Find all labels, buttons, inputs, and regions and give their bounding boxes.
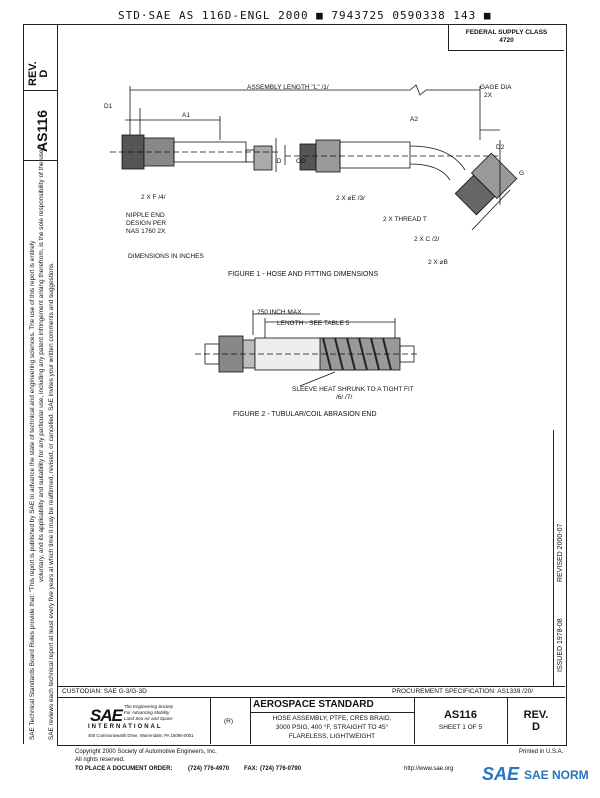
watermark-logo: SAE: [482, 764, 520, 784]
side-margin-line: [23, 24, 24, 744]
id-label: ID: [275, 158, 282, 165]
federal-supply-value: 4720: [499, 37, 514, 44]
title-block-divider-2: [250, 697, 251, 744]
title-block-divider-4: [507, 697, 508, 744]
sae-tagline-2: For Advancing Mobility: [124, 710, 170, 715]
side-top-line: [23, 24, 58, 25]
copyright: Copyright 2000 Society of Automotive Eng…: [75, 749, 217, 755]
sae-logo: SAE: [90, 706, 123, 725]
gage-2x-label: 2X: [484, 92, 492, 99]
c-dimension-label: 2 X C /2/: [414, 236, 440, 243]
e-dimension-label: 2 X ⌀E /3/: [336, 195, 365, 202]
issued-date: ISSUED 1978-08: [557, 618, 564, 672]
figure2-drawing: [195, 310, 420, 387]
title-line-2: 3000 PSIG, 400 °F, STRAIGHT TO 45°: [275, 724, 389, 731]
procurement-spec: PROCUREMENT SPECIFICATION: AS1339 /20/: [392, 688, 533, 695]
a2-label: A2: [410, 116, 418, 123]
title-line-3: FLARELESS, LIGHTWEIGHT: [288, 733, 376, 740]
title-block-divider-3: [414, 697, 415, 744]
printed-in: Printed in U.S.A.: [519, 749, 564, 755]
d2-label: D2: [496, 144, 505, 151]
assembly-length-label: ASSEMBLY LENGTH "L" /1/: [247, 84, 329, 91]
sleeve-note-2: /6/ /7/: [336, 394, 353, 401]
title-block-divider-1: [210, 697, 211, 744]
nipple-note-2: DESIGN PER: [126, 220, 167, 227]
rights-reserved: All rights reserved.: [75, 757, 125, 763]
fax-number: (724) 776-0790: [260, 766, 302, 772]
b-dimension-label: 2 X ⌀B: [428, 259, 448, 266]
dimensions-note: DIMENSIONS IN INCHES: [128, 253, 204, 260]
revised-date: REVISED 2000-07: [557, 523, 564, 582]
side-rev: REV. D: [27, 61, 50, 86]
side-notice-3: SAE reviews each technical report at lea…: [48, 262, 55, 740]
watermark-text: SAE NORM: [524, 768, 589, 782]
f-dimension-label: 2 X F /4/: [141, 194, 166, 201]
website: http://www.sae.org: [404, 766, 454, 772]
federal-supply-label: FEDERAL SUPPLY CLASS: [465, 29, 548, 36]
thread-label: 2 X THREAD T: [383, 216, 427, 223]
d1-label: D1: [104, 103, 113, 110]
side-number-divider: [23, 160, 58, 161]
side-rev-divider: [23, 90, 58, 91]
gage-dia-label: GAGE DIA: [480, 84, 512, 91]
revision-column-line: [553, 430, 554, 686]
sae-logo-subtitle: INTERNATIONAL: [88, 724, 163, 730]
title-rev-label: REV.: [523, 709, 549, 721]
nipple-note-1: NIPPLE END: [126, 212, 165, 219]
sae-tagline-1: The Engineering Society: [124, 704, 174, 709]
figure1-drawing: [110, 84, 518, 231]
custodian: CUSTODIAN: SAE G-3/G-3D: [62, 688, 147, 695]
title-block-standard-row: [250, 712, 414, 713]
sae-tagline-3: Land Sea Air and Space: [124, 716, 173, 721]
page-frame: [57, 24, 567, 746]
sae-norm-watermark: SAE SAE NORM: [482, 764, 592, 792]
sheet-number: SHEET 1 OF 5: [438, 724, 483, 731]
title-revision: REV. D: [507, 709, 565, 733]
title-block-row: [57, 697, 565, 698]
figure2-caption: FIGURE 2 - TUBULAR/COIL ABRASION END: [233, 411, 377, 418]
length-table-label: LENGTH - SEE TABLE 5: [277, 320, 350, 327]
side-notice-2: voluntary, and its applicability and sui…: [38, 143, 45, 582]
title-line-1: HOSE ASSEMBLY, PTFE, CRES BRAID,: [272, 715, 392, 722]
sleeve-note-1: SLEEVE HEAT SHRUNK TO A TIGHT FIT: [292, 386, 414, 393]
document-title: HOSE ASSEMBLY, PTFE, CRES BRAID, 3000 PS…: [250, 714, 414, 741]
max-length-label: 250 INCH MAX.: [257, 309, 304, 316]
od-label: OD: [296, 158, 306, 165]
figure1-caption: FIGURE 1 - HOSE AND FITTING DIMENSIONS: [228, 271, 379, 278]
side-rev-value: D: [38, 69, 50, 78]
sae-tagline: The Engineering Society For Advancing Mo…: [124, 704, 173, 722]
title-rev-value: D: [532, 721, 540, 733]
title-doc-number: AS116: [443, 709, 478, 721]
sae-address: 400 Commonwealth Drive, Warrendale, PA 1…: [88, 733, 194, 738]
document-code-line: STD·SAE AS 116D-ENGL 2000 ■ 7943725 0590…: [118, 9, 492, 22]
standard-type: AEROSPACE STANDARD: [253, 699, 374, 710]
order-label: TO PLACE A DOCUMENT ORDER:: [75, 766, 173, 772]
g-label: G: [519, 170, 525, 177]
revision-mark: (R): [224, 718, 234, 725]
side-notice-1: SAE Technical Standards Board Rules prov…: [29, 240, 36, 740]
federal-supply-class-box: FEDERAL SUPPLY CLASS 4720: [448, 25, 564, 51]
title-block-top: [57, 686, 565, 687]
order-phone: (724) 776-4970: [188, 766, 230, 772]
fax-label: FAX:: [244, 766, 258, 772]
nipple-note-3: NAS 1760 2X: [126, 228, 166, 235]
a1-label: A1: [182, 112, 190, 119]
